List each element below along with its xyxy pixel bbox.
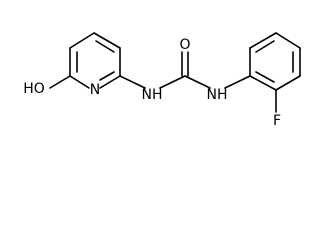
chemical-structure-diagram: HO N NH O NH F	[23, 32, 301, 129]
pyridine-nitrogen-label: N	[90, 82, 100, 98]
bond-ring-a-2	[93, 32, 121, 49]
bond-c2-nh-left	[119, 75, 146, 89]
bond-ring-a-2-inner	[95, 40, 115, 53]
amide-nh-right-label: NH	[207, 87, 228, 103]
bond-ring-b-2-inner	[255, 40, 275, 53]
bond-nh-left-carbonyl	[159, 75, 186, 89]
bond-ring-a-4-inner	[99, 71, 115, 81]
amide-nh-left-label: NH	[142, 87, 163, 103]
bond-hydroxyl	[49, 75, 71, 89]
bond-ring-b-2	[249, 32, 277, 49]
bond-ring-b-3	[275, 32, 301, 49]
bond-ring-a-1	[69, 32, 95, 49]
hydroxyl-label: HO	[23, 81, 45, 97]
bond-ring-a-4	[99, 75, 121, 89]
carbonyl-oxygen-label: O	[179, 37, 190, 53]
bond-carbonyl-nh-right	[184, 75, 211, 89]
bond-ring-b-5	[275, 75, 301, 91]
bond-nh-right-phenyl	[224, 75, 251, 89]
bonds	[49, 32, 301, 113]
bond-ring-b-6-inner	[255, 71, 275, 83]
bond-ring-b-6	[249, 75, 277, 91]
bond-ring-a-5	[69, 75, 90, 89]
fluorine-label: F	[273, 113, 281, 129]
structure-canvas: HO N NH O NH F	[23, 32, 301, 129]
atom-labels: HO N NH O NH F	[23, 37, 281, 129]
